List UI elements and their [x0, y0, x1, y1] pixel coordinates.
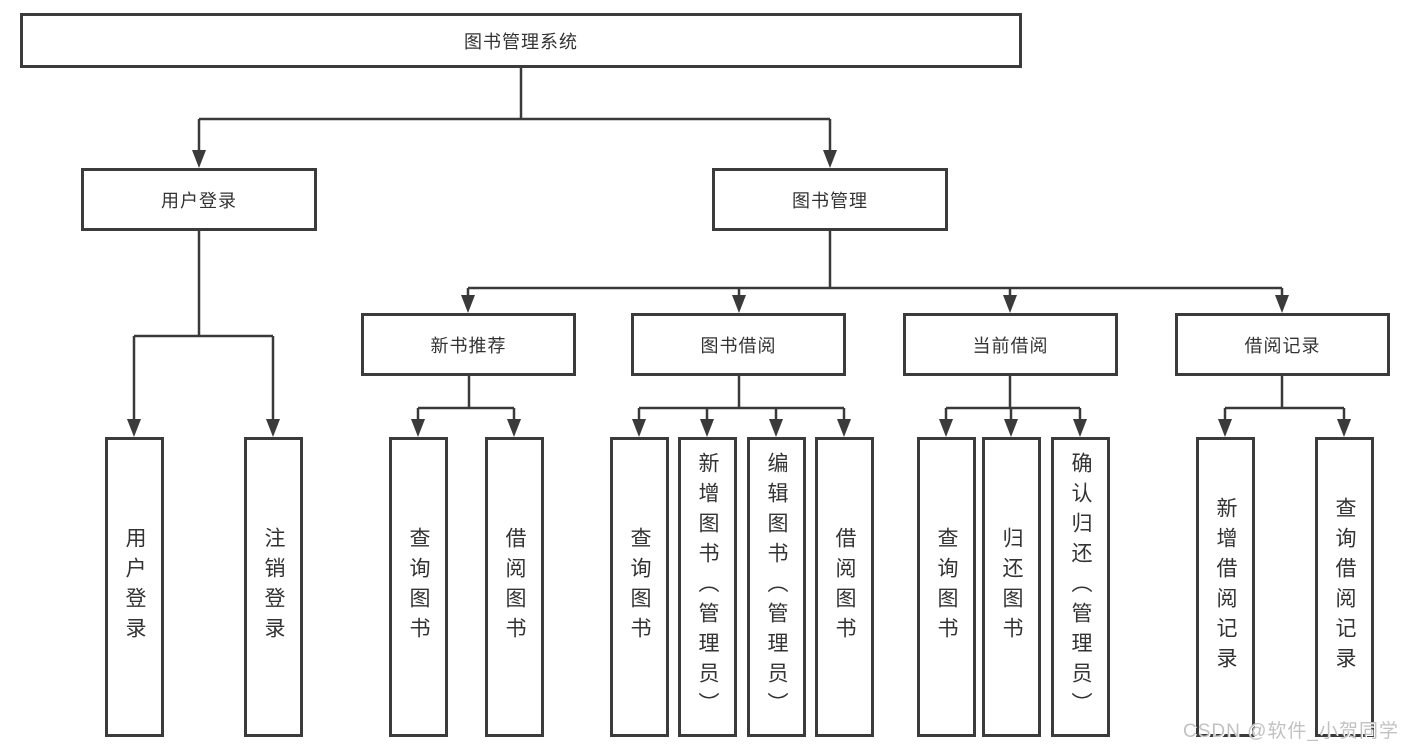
arrow-icon [1004, 419, 1018, 437]
leaf-query-books-recommend-label: 查询图书 [407, 527, 430, 647]
node-user-login-label: 用户登录 [161, 190, 237, 211]
node-borrow-records: 借阅记录 [1175, 313, 1390, 376]
leaf-confirm-return-admin: 确认归还（管理员） [1051, 437, 1110, 737]
arrow-icon [632, 419, 646, 437]
arrow-icon [507, 419, 521, 437]
leaf-add-books-admin: 新增图书（管理员） [678, 437, 737, 737]
arrowheads [127, 150, 1351, 437]
arrow-icon [192, 150, 206, 168]
leaf-borrow-books-recommend-label: 借阅图书 [503, 527, 526, 647]
leaf-add-books-admin-label: 新增图书（管理员） [696, 452, 719, 722]
watermark: CSDN @软件_小贺同学 [1183, 721, 1399, 742]
arrow-icon [1218, 419, 1232, 437]
connector-book-management [466, 231, 1284, 297]
arrow-icon [1275, 295, 1289, 313]
leaf-logout: 注销登录 [244, 437, 303, 737]
node-book-management-label: 图书管理 [792, 190, 868, 211]
node-current-borrowing: 当前借阅 [903, 313, 1118, 376]
leaf-edit-books-admin-label: 编辑图书（管理员） [765, 452, 788, 722]
leaf-borrow-books: 借阅图书 [815, 437, 874, 737]
leaf-query-borrow-record-label: 查询借阅记录 [1333, 497, 1356, 677]
leaf-borrow-books-recommend: 借阅图书 [485, 437, 544, 737]
leaf-logout-label: 注销登录 [262, 527, 285, 647]
leaf-borrow-books-label: 借阅图书 [833, 527, 856, 647]
node-library-system-label: 图书管理系统 [464, 31, 578, 52]
node-library-system: 图书管理系统 [20, 13, 1022, 68]
arrow-icon [837, 419, 851, 437]
leaf-query-books-current: 查询图书 [917, 437, 976, 737]
connector-book-borrowing [637, 376, 846, 421]
leaf-add-borrow-record-label: 新增借阅记录 [1214, 497, 1237, 677]
leaf-query-books-recommend: 查询图书 [389, 437, 448, 737]
node-current-borrowing-label: 当前借阅 [972, 335, 1049, 356]
node-book-management: 图书管理 [712, 168, 948, 231]
arrow-icon [411, 419, 425, 437]
arrow-icon [1003, 295, 1017, 313]
leaf-query-books-current-label: 查询图书 [935, 527, 958, 647]
leaf-user-login-label: 用户登录 [123, 527, 146, 647]
arrow-icon [127, 419, 141, 437]
arrow-icon [461, 295, 475, 313]
node-borrow-records-label: 借阅记录 [1244, 335, 1321, 356]
leaf-query-books-borrowing-label: 查询图书 [628, 527, 651, 647]
node-user-login: 用户登录 [81, 168, 317, 231]
connector-new-book-recommend [416, 376, 516, 421]
arrow-icon [1073, 419, 1087, 437]
node-new-book-recommend-label: 新书推荐 [430, 335, 507, 356]
leaf-edit-books-admin: 编辑图书（管理员） [747, 437, 806, 737]
node-book-borrowing: 图书借阅 [631, 313, 846, 376]
arrow-icon [732, 295, 746, 313]
connector-borrow-records [1223, 376, 1346, 421]
arrow-icon [266, 419, 280, 437]
arrow-icon [939, 419, 953, 437]
connector-user-login [132, 231, 275, 421]
leaf-add-borrow-record: 新增借阅记录 [1196, 437, 1255, 737]
arrow-icon [1337, 419, 1351, 437]
arrow-icon [769, 419, 783, 437]
node-new-book-recommend: 新书推荐 [361, 313, 576, 376]
leaf-confirm-return-admin-label: 确认归还（管理员） [1069, 452, 1092, 722]
leaf-return-books: 归还图书 [982, 437, 1041, 737]
leaf-query-books-borrowing: 查询图书 [610, 437, 669, 737]
connector-root [197, 66, 832, 152]
arrow-icon [823, 150, 837, 168]
connector-current-borrowing [944, 376, 1082, 421]
leaf-query-borrow-record: 查询借阅记录 [1315, 437, 1374, 737]
node-book-borrowing-label: 图书借阅 [700, 335, 777, 356]
leaf-user-login: 用户登录 [105, 437, 164, 737]
arrow-icon [700, 419, 714, 437]
leaf-return-books-label: 归还图书 [1000, 527, 1023, 647]
